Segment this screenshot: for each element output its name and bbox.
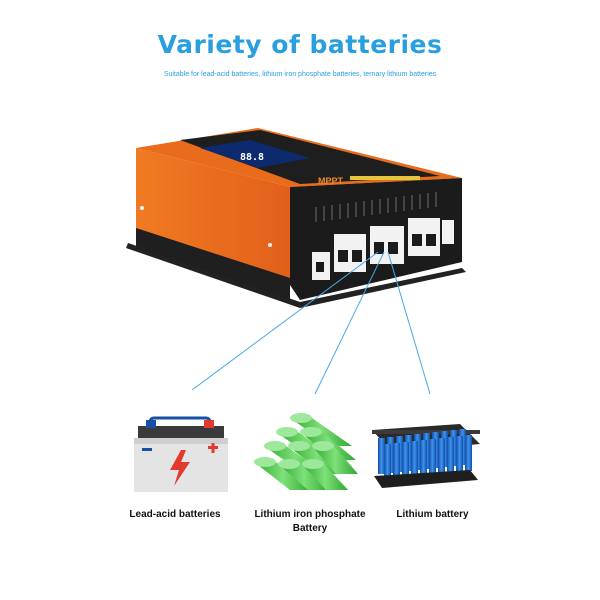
green-cell xyxy=(312,441,358,474)
battery-label-line: Lead-acid batteries xyxy=(129,509,221,520)
green-cell xyxy=(302,459,348,490)
battery-label-line: Lithium iron phosphate xyxy=(254,509,366,520)
brand-stripe xyxy=(350,176,420,180)
green-cell xyxy=(254,457,312,490)
device-side-band xyxy=(136,228,290,300)
connection-lines xyxy=(191,251,431,395)
page-title: Variety of batteries xyxy=(157,30,443,59)
battery-label-lifepo4: Lithium iron phosphate Battery xyxy=(245,508,375,536)
screw xyxy=(268,243,272,247)
line-to-lithium xyxy=(387,251,431,395)
green-cell xyxy=(278,459,330,490)
line-to-lead-acid xyxy=(191,251,379,391)
display-reading: 88.8 xyxy=(240,152,264,163)
lead-acid-battery-image xyxy=(134,416,228,492)
blue-cells xyxy=(378,429,472,480)
line-to-lifepo4 xyxy=(314,251,385,395)
terminal-screws xyxy=(316,234,436,272)
lithium-battery-pack-image xyxy=(372,424,480,488)
battery-label-line: Battery xyxy=(292,523,328,534)
lifepo4-battery-image xyxy=(254,413,358,490)
page-subtitle: Suitable for lead-acid batteries, lithiu… xyxy=(163,71,437,78)
terminal-panel-rs485 xyxy=(442,220,454,244)
battery-label-lithium: Lithium battery xyxy=(385,508,480,522)
device-brand-label: MPPT xyxy=(318,176,344,186)
display-screen xyxy=(200,140,310,168)
vent-slots xyxy=(315,192,437,222)
battery-label-line: Lithium battery xyxy=(396,509,469,520)
screw xyxy=(140,206,144,210)
battery-label-lead-acid: Lead-acid batteries xyxy=(115,508,235,522)
charge-controller: 88.8 MPPT xyxy=(126,128,466,308)
device-side-face xyxy=(136,148,290,285)
